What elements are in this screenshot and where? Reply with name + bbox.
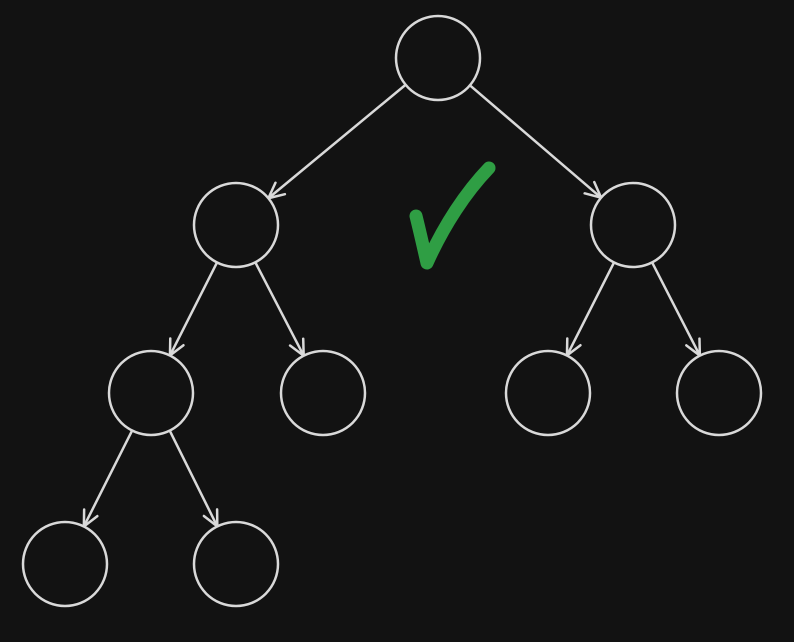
edge-line [168,429,219,528]
tree-node-n5 [504,349,592,437]
tree-node-n3 [107,349,195,437]
edge-line [468,84,603,199]
tree-node-n6 [675,349,763,437]
tree-node-n2 [589,181,677,269]
edge-line [254,261,305,357]
edge-line [267,83,407,200]
checkmark-icon [409,161,496,270]
tree-node-n4 [279,349,367,437]
tree-node-n8 [192,520,280,608]
tree-node-root [394,14,482,102]
edge-line [565,261,616,357]
edge-line [168,261,219,357]
tree-node-n1 [192,181,280,269]
edge-line [650,261,702,357]
tree-nodes [21,14,763,608]
tree-node-n7 [21,520,109,608]
edge-line [82,429,134,528]
